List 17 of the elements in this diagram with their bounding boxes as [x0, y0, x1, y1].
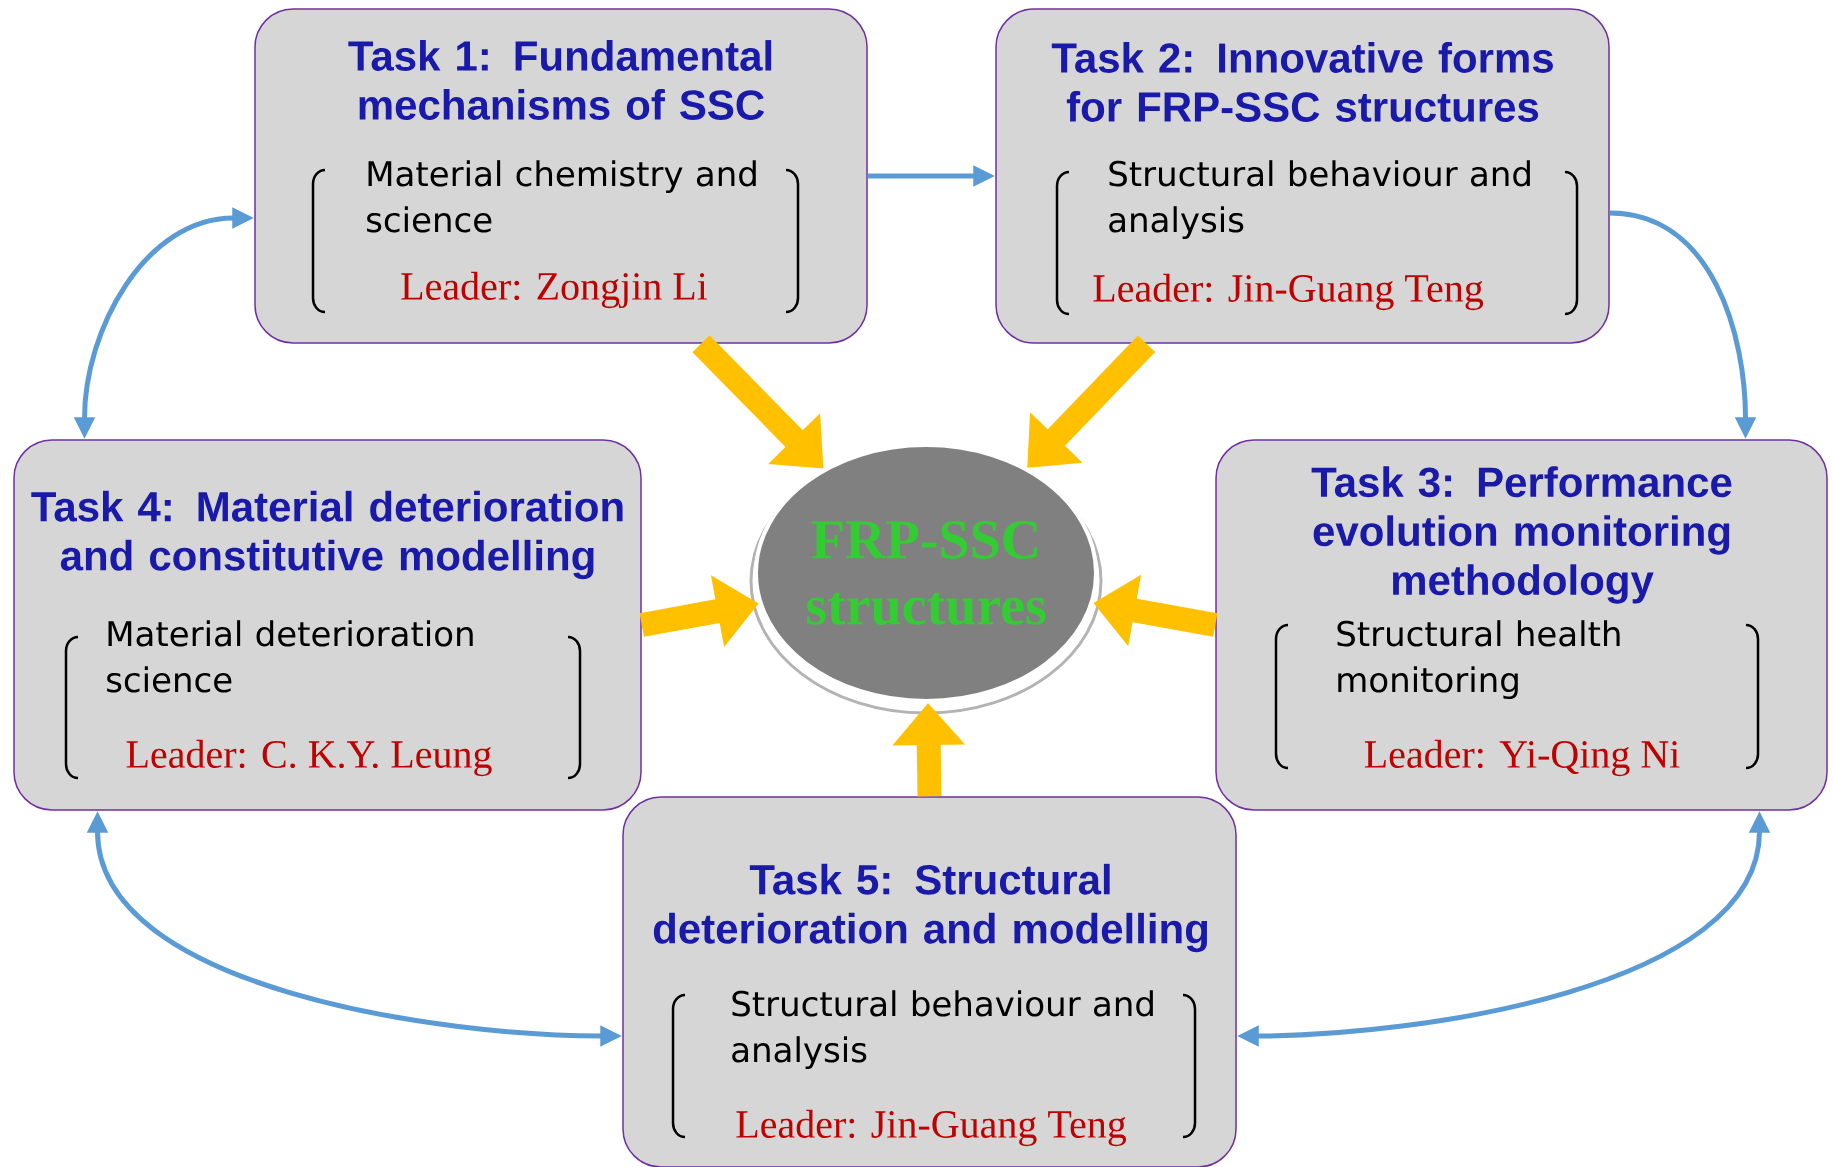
leader-text: Leader: Yi-Qing Ni: [1364, 739, 1680, 777]
task-heading: Task 4: Material deterioration and constitutive modelling: [31, 490, 623, 580]
topic-text: Structural health monitoring: [1337, 620, 1620, 700]
topic-text: Structural behaviour and analysis: [1109, 160, 1530, 240]
arrow: [1027, 335, 1156, 468]
ellipse-node: FRP-SSC structures: [749, 443, 1103, 715]
leader-text: Leader: Jin-Guang Teng: [736, 1109, 1127, 1147]
topic-text: Material chemistry and science: [367, 160, 756, 233]
topic-text: Structural behaviour and analysis: [732, 990, 1153, 1070]
leader-text: Leader: C. K.Y. Leung: [126, 739, 492, 777]
topic-text: Material deterioration science: [107, 620, 473, 693]
task-heading: Task 2: Innovative forms for FRP-SSC structures: [1051, 42, 1553, 122]
task-heading: Task 1: Fundamental mechanisms of SSC: [348, 40, 772, 120]
leader-text: Leader: Jin-Guang Teng: [1093, 273, 1484, 311]
task-heading: Task 3: Performance evolution monitoring methodology: [1311, 466, 1732, 604]
leader-text: Leader: Zongjin Li: [401, 271, 708, 309]
task-heading: Task 5: Structural deterioration and modelling: [653, 863, 1208, 953]
